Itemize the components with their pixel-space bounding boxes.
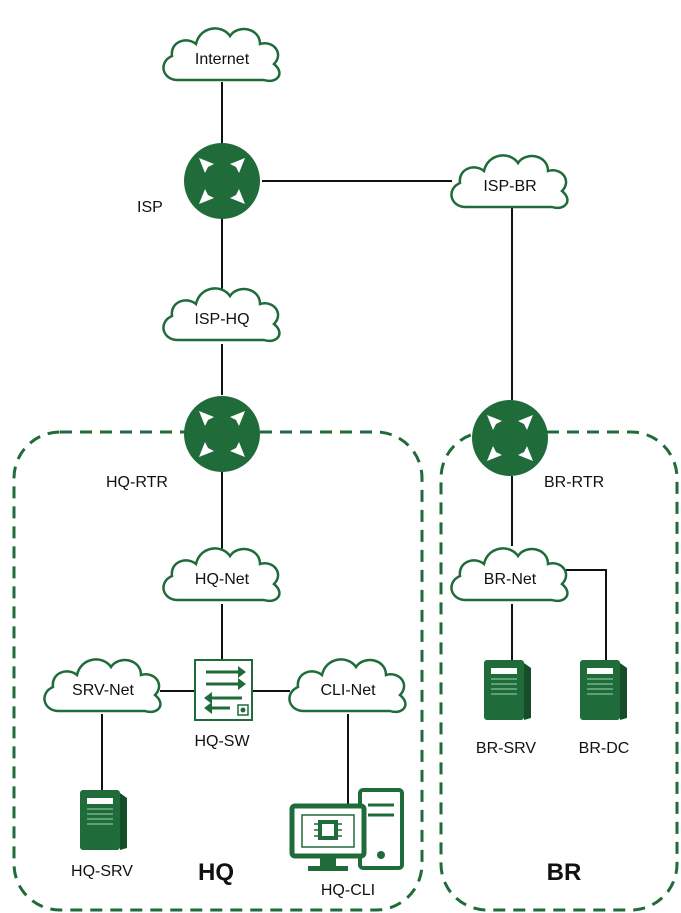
- server-br-srv: BR-SRV: [476, 660, 536, 757]
- links: [101, 82, 607, 808]
- server-label: BR-SRV: [476, 740, 536, 757]
- workstation-icon: [289, 788, 404, 871]
- router-label: HQ-RTR: [106, 474, 168, 491]
- zone-label-br: BR: [547, 859, 582, 886]
- cloud-label: ISP-HQ: [194, 311, 249, 328]
- switch-hq-sw: HQ-SW: [194, 659, 253, 750]
- cloud-srv-net: SRV-Net: [43, 658, 162, 714]
- cloud-isp-br: ISP-BR: [450, 154, 569, 210]
- br-zone-border: [439, 430, 679, 912]
- workstation-label: HQ-CLI: [321, 882, 375, 899]
- cloud-isp-hq: ISP-HQ: [162, 287, 281, 343]
- router-br-rtr: BR-RTR: [472, 400, 604, 491]
- server-icon: [80, 790, 127, 850]
- router-hq-rtr: HQ-RTR: [106, 396, 260, 491]
- cloud-internet: Internet: [162, 27, 281, 83]
- router-icon: [184, 396, 260, 472]
- cloud-label: HQ-Net: [195, 571, 250, 588]
- router-icon: [184, 143, 260, 219]
- router-isp: ISP: [137, 143, 260, 219]
- switch-label: HQ-SW: [194, 733, 250, 750]
- cloud-hq-net: HQ-Net: [162, 547, 281, 603]
- workstation-hq-cli: HQ-CLI: [289, 788, 404, 899]
- hq-zone-border: [12, 430, 424, 912]
- server-icon: [580, 660, 627, 720]
- cloud-label: CLI-Net: [320, 682, 376, 699]
- cloud-label: ISP-BR: [483, 178, 536, 195]
- cloud-label: BR-Net: [484, 571, 537, 588]
- cloud-label: SRV-Net: [72, 682, 135, 699]
- server-hq-srv: HQ-SRV: [71, 790, 133, 880]
- server-br-dc: BR-DC: [579, 660, 630, 757]
- cloud-cli-net: CLI-Net: [288, 658, 407, 714]
- server-label: HQ-SRV: [71, 863, 133, 880]
- router-icon: [472, 400, 548, 476]
- link-brnet-brdc: [566, 569, 607, 660]
- zone-label-hq: HQ: [198, 859, 234, 886]
- router-label: ISP: [137, 199, 163, 216]
- router-label: BR-RTR: [544, 474, 604, 491]
- cloud-label: Internet: [195, 51, 250, 68]
- switch-icon: [194, 659, 253, 721]
- server-label: BR-DC: [579, 740, 630, 757]
- server-icon: [484, 660, 531, 720]
- cloud-br-net: BR-Net: [450, 547, 569, 603]
